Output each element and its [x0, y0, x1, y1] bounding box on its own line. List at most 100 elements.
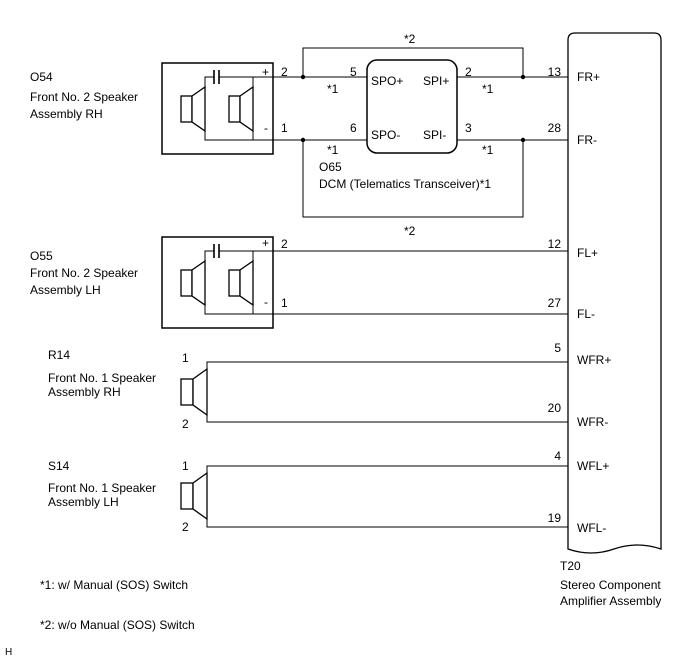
bypass-plus-marker: *2	[404, 32, 416, 46]
o65-terminal-spo-minus: SPO-	[371, 128, 400, 142]
junction-dot	[300, 137, 306, 143]
o55-code: O55	[30, 249, 53, 263]
wire-s14-minus-to-wfl-minus	[206, 519, 568, 528]
r14-speaker-icon	[180, 367, 208, 417]
speaker-magnet	[180, 269, 193, 297]
o65-terminal-spi-minus: SPI-	[423, 128, 446, 142]
o55-right-speaker-icon	[228, 259, 254, 307]
t20-pin-fl-minus: 27	[548, 296, 562, 310]
o54-capacitor-branch-wire	[204, 76, 253, 87]
bypass-minus-marker: *2	[404, 224, 416, 238]
bypass-wire-plus	[302, 47, 524, 77]
wire-s14-plus-to-wfl-plus	[206, 465, 568, 473]
s14-name-line1: Front No. 1 Speaker	[48, 481, 156, 495]
o54-name-line2: Assembly RH	[30, 107, 103, 121]
t20-terminal-wfl-plus: WFL+	[577, 459, 609, 473]
t20-pin-fl-plus: 12	[548, 237, 562, 251]
o55-internal-minus-wire	[204, 305, 273, 315]
junction-dot	[520, 137, 526, 143]
t20-code: T20	[560, 559, 581, 573]
o54-left-speaker-icon	[180, 85, 206, 133]
o54-right-speaker-icon	[228, 85, 254, 133]
o55-left-speaker-icon	[180, 259, 206, 307]
s14-name-line2: Assembly LH	[48, 495, 119, 509]
page-marker: H	[5, 647, 12, 658]
speaker-magnet	[228, 95, 241, 123]
t20-terminal-wfl-minus: WFL-	[577, 521, 606, 535]
spo-plus-variant-marker: *1	[327, 82, 339, 96]
t20-connector-body	[567, 32, 662, 554]
wire-r14-plus-to-wfr-plus	[206, 361, 568, 369]
speaker-cone	[191, 85, 206, 133]
t20-pin-fr-minus: 28	[548, 121, 562, 135]
t20-pin-wfr-plus: 5	[554, 341, 561, 355]
junction-dot	[520, 74, 526, 80]
r14-code: R14	[48, 348, 70, 362]
r14-name-line2: Assembly RH	[48, 385, 121, 399]
footnote-variant-2: *2: w/o Manual (SOS) Switch	[40, 618, 195, 632]
speaker-cone	[239, 259, 254, 307]
wire-r14-minus-to-wfr-minus	[206, 415, 568, 423]
o55-speaker-assembly	[161, 236, 274, 329]
t20-pin-wfl-plus: 4	[554, 449, 561, 463]
s14-speaker-icon	[180, 471, 208, 521]
footnote-variant-1: *1: w/ Manual (SOS) Switch	[40, 578, 188, 592]
t20-pin-wfl-minus: 19	[548, 511, 562, 525]
o65-terminal-spo-plus: SPO+	[371, 74, 403, 88]
s14-code: S14	[48, 459, 70, 473]
o54-housing	[161, 62, 274, 155]
o65-pin-spo-minus: 6	[350, 121, 357, 135]
o54-pin-minus: 1	[281, 121, 288, 135]
speaker-cone	[239, 85, 254, 133]
t20-terminal-wfr-minus: WFR-	[577, 415, 608, 429]
o65-dcm-module: SPO+ SPI+ SPO- SPI-	[366, 59, 458, 154]
speaker-cone	[192, 471, 208, 521]
o65-terminal-spi-plus: SPI+	[423, 74, 449, 88]
s14-pin-plus: 1	[182, 459, 189, 473]
o54-code: O54	[30, 70, 53, 84]
o54-speaker-assembly	[161, 62, 274, 155]
o55-pin-minus: 1	[281, 296, 288, 310]
t20-terminal-wfr-plus: WFR+	[577, 353, 611, 367]
o65-name: DCM (Telematics Transceiver)*1	[319, 177, 491, 191]
spi-minus-variant-marker: *1	[482, 143, 494, 157]
t20-terminal-fl-plus: FL+	[577, 246, 598, 260]
r14-name-line1: Front No. 1 Speaker	[48, 371, 156, 385]
o65-pin-spi-minus: 3	[465, 121, 472, 135]
o54-internal-minus-wire	[204, 131, 273, 141]
o65-code: O65	[319, 160, 342, 174]
bypass-wire-minus	[302, 140, 524, 218]
o55-capacitor-icon	[213, 244, 220, 258]
junction-dot	[300, 74, 306, 80]
t20-terminal-fr-plus: FR+	[577, 70, 600, 84]
o54-capacitor-icon	[213, 70, 220, 84]
r14-pin-minus: 2	[182, 417, 189, 431]
o55-internal-plus-wire	[252, 250, 273, 261]
o65-pin-spi-plus: 2	[465, 65, 472, 79]
o65-pin-spo-plus: 5	[350, 65, 357, 79]
o55-minus-sign: -	[264, 295, 268, 309]
speaker-magnet	[180, 95, 193, 123]
t20-name-line1: Stereo Component	[560, 578, 661, 592]
spo-minus-variant-marker: *1	[327, 143, 339, 157]
speaker-cone	[192, 367, 208, 417]
t20-terminal-fr-minus: FR-	[577, 133, 597, 147]
o65-housing	[366, 59, 458, 154]
t20-pin-fr-plus: 13	[548, 65, 562, 79]
s14-pin-minus: 2	[182, 520, 189, 534]
o55-capacitor-branch-wire	[204, 250, 253, 261]
o54-plus-sign: +	[262, 65, 269, 79]
o55-plus-sign: +	[262, 236, 269, 250]
speaker-magnet	[180, 482, 194, 510]
speaker-cone	[191, 259, 206, 307]
t20-name-line2: Amplifier Assembly	[560, 594, 661, 608]
o54-pin-plus: 2	[281, 65, 288, 79]
speaker-magnet	[228, 269, 241, 297]
o54-minus-sign: -	[264, 121, 268, 135]
t20-pin-wfr-minus: 20	[548, 401, 562, 415]
o54-name-line1: Front No. 2 Speaker	[30, 90, 138, 104]
spi-plus-variant-marker: *1	[482, 82, 494, 96]
t20-terminal-fl-minus: FL-	[577, 307, 595, 321]
o55-housing	[161, 236, 274, 329]
